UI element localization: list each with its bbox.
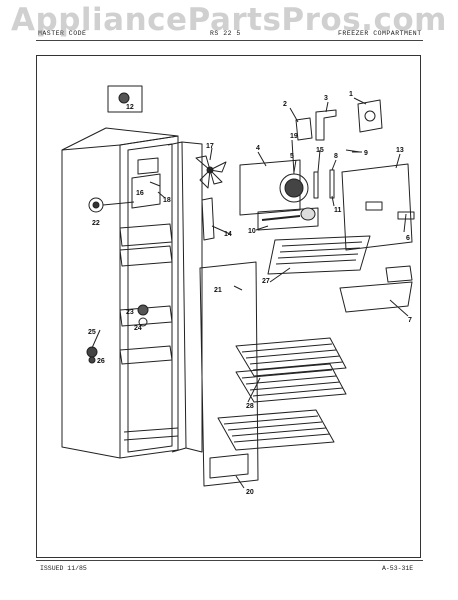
model-number-label: RS 22 5 [210, 30, 241, 37]
page-code: A-53-31E [382, 565, 414, 572]
section-title: FREEZER COMPARTMENT [338, 30, 422, 37]
callout-4: 4 [256, 145, 260, 152]
callout-12: 12 [126, 104, 134, 111]
callout-15: 15 [316, 147, 324, 154]
item-14-part [201, 197, 215, 241]
issued-date: ISSUED 11/85 [40, 565, 87, 572]
item-8-part [329, 169, 335, 199]
callout-25: 25 [88, 329, 96, 336]
callout-10: 10 [248, 228, 256, 235]
item-23-part [137, 304, 149, 316]
header-rule [36, 40, 423, 41]
callout-24: 24 [134, 325, 142, 332]
item-12-part [118, 92, 130, 104]
callout-16: 16 [136, 190, 144, 197]
item-13-panel [341, 163, 413, 251]
callout-1: 1 [349, 91, 353, 98]
callout-13: 13 [396, 147, 404, 154]
master-code-label: MASTER CODE [38, 30, 87, 37]
diagram-frame [36, 55, 421, 558]
callout-18: 18 [163, 197, 171, 204]
callout-19: 19 [290, 133, 298, 140]
callout-17: 17 [206, 143, 214, 150]
item-25-part [86, 346, 98, 358]
callout-11: 11 [334, 207, 342, 214]
callout-23: 23 [126, 309, 134, 316]
item-12-box [107, 85, 143, 113]
item-7-tray [339, 281, 413, 313]
item-2-part [295, 117, 313, 141]
item-3-part [315, 109, 337, 141]
back-liner-panel [199, 261, 259, 487]
callout-21: 21 [214, 287, 222, 294]
callout-20: 20 [246, 489, 254, 496]
top-shelf-drawing [267, 235, 371, 275]
callout-3: 3 [324, 95, 328, 102]
callout-27: 27 [262, 278, 270, 285]
item-1-part [357, 99, 383, 133]
footer-rule [36, 560, 423, 561]
callout-28: 28 [246, 403, 254, 410]
callout-2: 2 [283, 101, 287, 108]
fan-motor-assembly [239, 159, 319, 231]
callout-9: 9 [364, 150, 368, 157]
fan-blade-drawing [195, 155, 227, 189]
item-10-part [261, 215, 301, 221]
callout-14: 14 [224, 231, 232, 238]
callout-5: 5 [290, 153, 294, 160]
callout-26: 26 [97, 358, 105, 365]
item-15-part [313, 171, 319, 199]
callout-8: 8 [334, 153, 338, 160]
cabinet-drawing [61, 127, 203, 459]
callout-22: 22 [92, 220, 100, 227]
callout-7: 7 [408, 317, 412, 324]
wire-shelves-drawing [217, 337, 347, 451]
item-6-part [397, 211, 415, 220]
item-24-part [138, 317, 148, 327]
callout-6: 6 [406, 235, 410, 242]
